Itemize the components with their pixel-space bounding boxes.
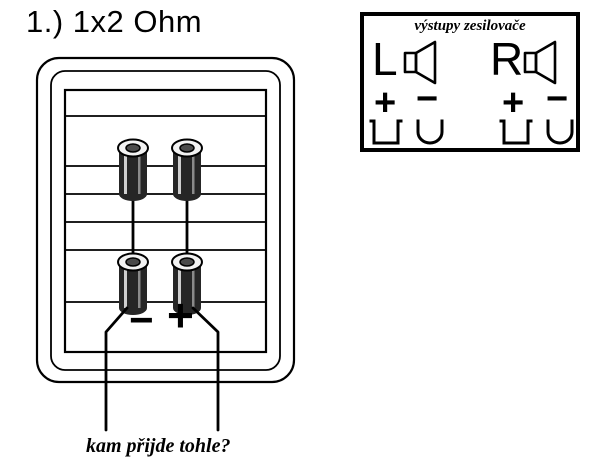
speaker-lead-right [191,306,220,432]
binding-post-bottom-right [171,252,203,315]
square-terminal-icon-right-plus [499,119,533,145]
diagram-title: 1.) 1x2 Ohm [26,4,203,39]
terminal-plate [35,56,296,384]
binding-post-top-left [117,138,149,201]
right-plus-label: + [502,82,525,124]
plate-minus-label: − [129,296,154,343]
speaker-icon [403,40,437,85]
amplifier-outputs-panel: výstupy zesilovače L R + − + − [360,12,580,152]
legend-title: výstupy zesilovače [414,18,526,34]
plate-plus-label: + [167,289,194,341]
left-minus-label: − [416,78,439,120]
square-terminal-icon-left-plus [369,119,403,145]
binding-post-top-right [171,138,203,201]
round-terminal-icon-right-minus [546,119,574,145]
left-plus-label: + [374,82,397,124]
speaker-lead-left [104,306,129,432]
terminal-connector-icons [369,119,574,145]
left-channel-label: L [372,33,398,85]
question-caption: kam přijde tohle? [86,435,231,457]
right-channel-label: R [490,33,524,85]
binding-post-bottom-left [117,252,149,315]
right-minus-label: − [546,78,569,120]
speaker-icon [523,40,557,85]
round-terminal-icon-left-minus [416,119,444,145]
